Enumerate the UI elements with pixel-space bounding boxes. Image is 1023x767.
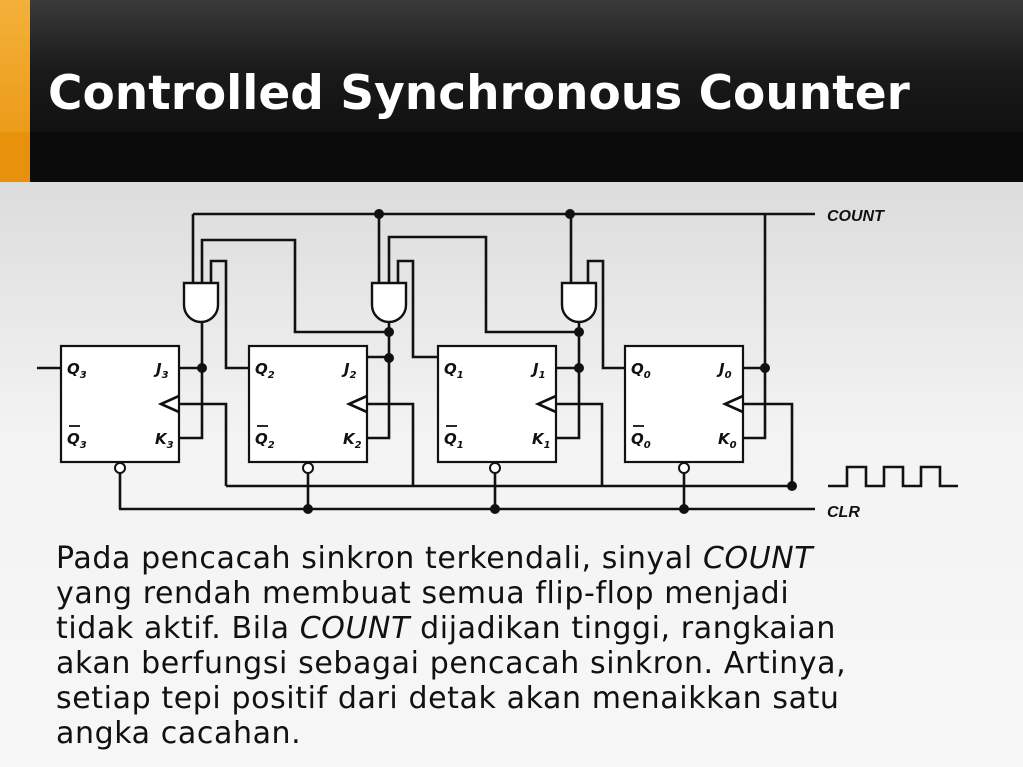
junction-dot bbox=[574, 363, 584, 373]
slide-title: Controlled Synchronous Counter bbox=[48, 66, 910, 121]
and-gate-1 bbox=[560, 281, 598, 324]
junction-dot bbox=[197, 363, 207, 373]
slide-header: Controlled Synchronous Counter bbox=[0, 0, 1023, 182]
ff1-clr-bubble bbox=[489, 462, 501, 474]
clr-label: CLR bbox=[827, 504, 860, 521]
paragraph-text: Pada pencacah sinkron terkendali, sinyal bbox=[56, 541, 703, 576]
ff3-jk-wire bbox=[179, 366, 204, 440]
paragraph-line: setiap tepi positif dari detak akan mena… bbox=[56, 681, 840, 716]
and-gate-2 bbox=[370, 281, 408, 324]
ff1-k-label: K1 bbox=[532, 430, 551, 451]
clock-waveform bbox=[828, 465, 958, 488]
header-dark-band bbox=[0, 132, 1023, 182]
ff3-clr-bubble bbox=[114, 462, 126, 474]
paragraph-line: angka cacahan. bbox=[56, 716, 302, 751]
paragraph-line: akan berfungsi sebagai pencacah sinkron.… bbox=[56, 646, 847, 681]
junction-dot bbox=[384, 353, 394, 363]
gate2-input-q0 bbox=[396, 259, 438, 359]
paragraph-line: Pada pencacah sinkron terkendali, sinyal… bbox=[56, 541, 986, 576]
description-paragraph: Pada pencacah sinkron terkendali, sinyal… bbox=[56, 541, 986, 751]
junction-dot bbox=[490, 504, 500, 514]
ff2-clock-triangle bbox=[345, 394, 368, 414]
junction-dot bbox=[787, 481, 797, 491]
ff2-j-label: J2 bbox=[341, 360, 357, 381]
junction-dot bbox=[303, 504, 313, 514]
gate1-input-q0 bbox=[586, 259, 625, 370]
gate2-input-q1 bbox=[387, 235, 579, 334]
ff2-k-label: K2 bbox=[343, 430, 362, 451]
ff2-jk-wire bbox=[367, 355, 391, 440]
ff0-q-label: Q0 bbox=[631, 360, 651, 381]
ff3-clock-triangle bbox=[157, 394, 180, 414]
ff2-q-label: Q2 bbox=[255, 360, 275, 381]
ff1-clock-triangle bbox=[534, 394, 557, 414]
ff3-clock-wire bbox=[179, 402, 228, 486]
junction-dot bbox=[374, 209, 384, 219]
junction-dot bbox=[760, 363, 770, 373]
ff0-clr-bubble bbox=[678, 462, 690, 474]
ff0-qbar-label: Q0 bbox=[631, 430, 651, 451]
ff2-qbar-label: Q2 bbox=[255, 430, 275, 451]
paragraph-line: tidak aktif. Bila COUNT dijadikan tinggi… bbox=[56, 611, 986, 646]
count-emphasis: COUNT bbox=[299, 611, 411, 646]
ff3-q-label: Q3 bbox=[67, 360, 87, 381]
junction-dot bbox=[565, 209, 575, 219]
gate3-input-q2 bbox=[200, 238, 389, 334]
ff3-qbar-label: Q3 bbox=[67, 430, 87, 451]
junction-dot bbox=[679, 504, 689, 514]
ff1-qbar-label: Q1 bbox=[444, 430, 464, 451]
ff1-j-label: J1 bbox=[530, 360, 546, 381]
count-emphasis: COUNT bbox=[702, 541, 814, 576]
slide-content bbox=[0, 182, 1023, 767]
ff0-clock-wire bbox=[743, 402, 794, 486]
count-label: COUNT bbox=[827, 208, 885, 225]
ff2-clock-wire bbox=[367, 402, 415, 486]
gate3-input-q1 bbox=[209, 259, 249, 370]
counter-circuit-diagram: COUNT CLR Q3 J3 Q3 K3 Q2 J2 Q2 K2 Q1 J1 … bbox=[37, 208, 958, 521]
ff2-clr-bubble bbox=[302, 462, 314, 474]
ff0-j-label: J0 bbox=[716, 360, 732, 381]
header-accent-band bbox=[0, 132, 30, 182]
ff1-clock-wire bbox=[556, 402, 604, 486]
and-gate-3 bbox=[182, 281, 220, 324]
junction-dot bbox=[384, 327, 394, 337]
ff3-k-label: K3 bbox=[155, 430, 174, 451]
junction-dot bbox=[574, 327, 584, 337]
ff1-jk-wire bbox=[556, 366, 581, 440]
paragraph-line: yang rendah membuat semua flip-flop menj… bbox=[56, 576, 790, 611]
ff0-clock-triangle bbox=[721, 394, 744, 414]
ff1-q-label: Q1 bbox=[444, 360, 464, 381]
paragraph-text: tidak aktif. Bila bbox=[56, 611, 300, 646]
paragraph-text: dijadikan tinggi, rangkaian bbox=[410, 611, 836, 646]
ff0-jk-wire bbox=[743, 366, 767, 440]
ff3-j-label: J3 bbox=[153, 360, 169, 381]
ff0-k-label: K0 bbox=[718, 430, 737, 451]
